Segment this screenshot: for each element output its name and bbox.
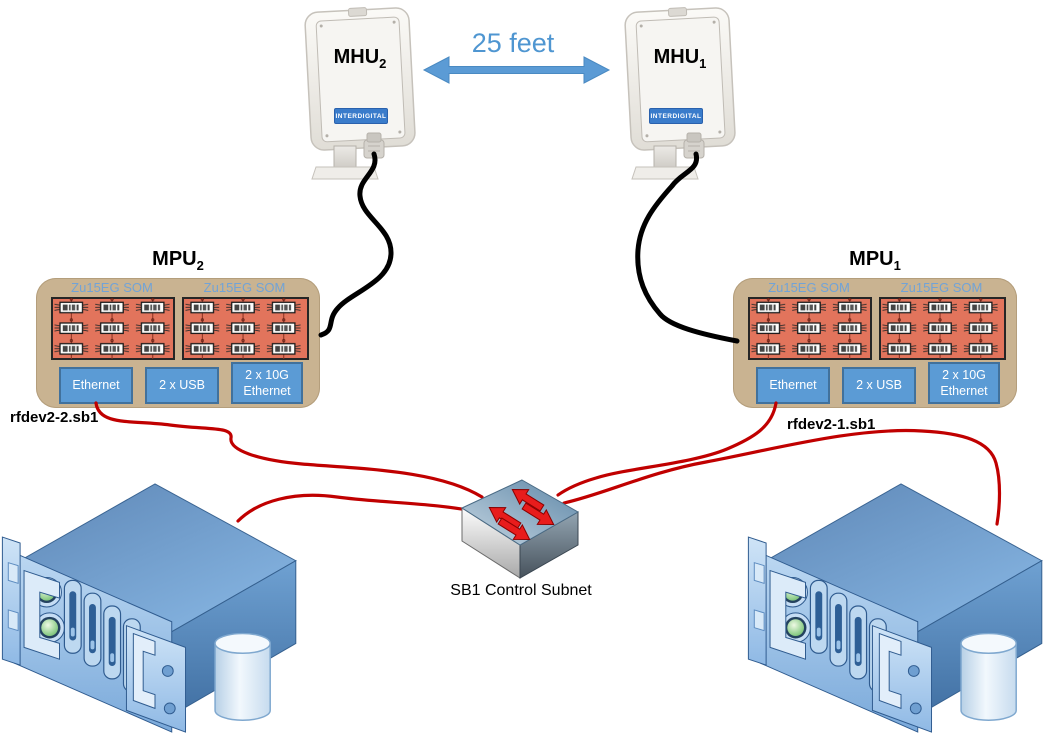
mpu1-title-sub: 1	[893, 258, 901, 273]
mpu1-som-board-right	[879, 297, 1006, 360]
server-left	[0, 478, 310, 734]
mpu1-som-left-label: Zu15EG SOM	[768, 280, 850, 295]
mpu2-hostname: rfdev2-2.sb1	[10, 409, 99, 426]
mpu1-port-10g-ethernet: 2 x 10G Ethernet	[928, 362, 1000, 404]
mhu1-title-sub: 1	[699, 56, 707, 71]
mpu2-som-left-label: Zu15EG SOM	[71, 280, 153, 295]
interdigital-logo: InterDigital	[649, 108, 703, 124]
cable-mpu1-switch	[556, 401, 778, 497]
switch-top-face	[460, 479, 580, 546]
mpu1-port-ethernet: Ethernet	[756, 367, 830, 404]
mpu2-title-text: MPU	[152, 248, 197, 270]
mhu1-title: MHU1	[628, 46, 732, 71]
server-right	[746, 478, 1056, 734]
mhu2-title-sub: 2	[379, 56, 387, 71]
mpu1-title: MPU1	[733, 248, 1017, 273]
interdigital-logo: InterDigital	[334, 108, 388, 124]
switch-label: SB1 Control Subnet	[450, 582, 592, 599]
distance-label: 25 feet	[471, 28, 555, 58]
mpu1-port-usb: 2 x USB	[842, 367, 916, 404]
mpu2-som-right-label: Zu15EG SOM	[203, 280, 286, 295]
mpu1-hostname: rfdev2-1.sb1	[787, 416, 876, 433]
mpu1-som-right-label: Zu15EG SOM	[900, 280, 983, 295]
mhu1-title-text: MHU	[653, 46, 700, 68]
mhu2-title-text: MHU	[333, 46, 380, 68]
control-switch	[460, 479, 580, 579]
mpu1-som-board-left	[748, 297, 872, 360]
mpu2-som-board-right	[182, 297, 309, 360]
double-arrow-icon	[422, 56, 611, 84]
mpu2-port-usb: 2 x USB	[145, 367, 219, 404]
mpu2-title-sub: 2	[196, 258, 204, 273]
mpu2-port-10g-ethernet: 2 x 10G Ethernet	[231, 362, 303, 404]
switch-arrows-icon	[488, 488, 555, 541]
mhu1-device	[618, 6, 748, 196]
mhu2-device	[298, 6, 428, 196]
distance-arrow	[422, 56, 611, 84]
mpu1-title-text: MPU	[849, 248, 894, 270]
mpu2-som-board-left	[51, 297, 175, 360]
mpu2-title: MPU2	[36, 248, 320, 273]
mpu2-port-ethernet: Ethernet	[59, 367, 133, 404]
mhu2-title: MHU2	[308, 46, 412, 71]
